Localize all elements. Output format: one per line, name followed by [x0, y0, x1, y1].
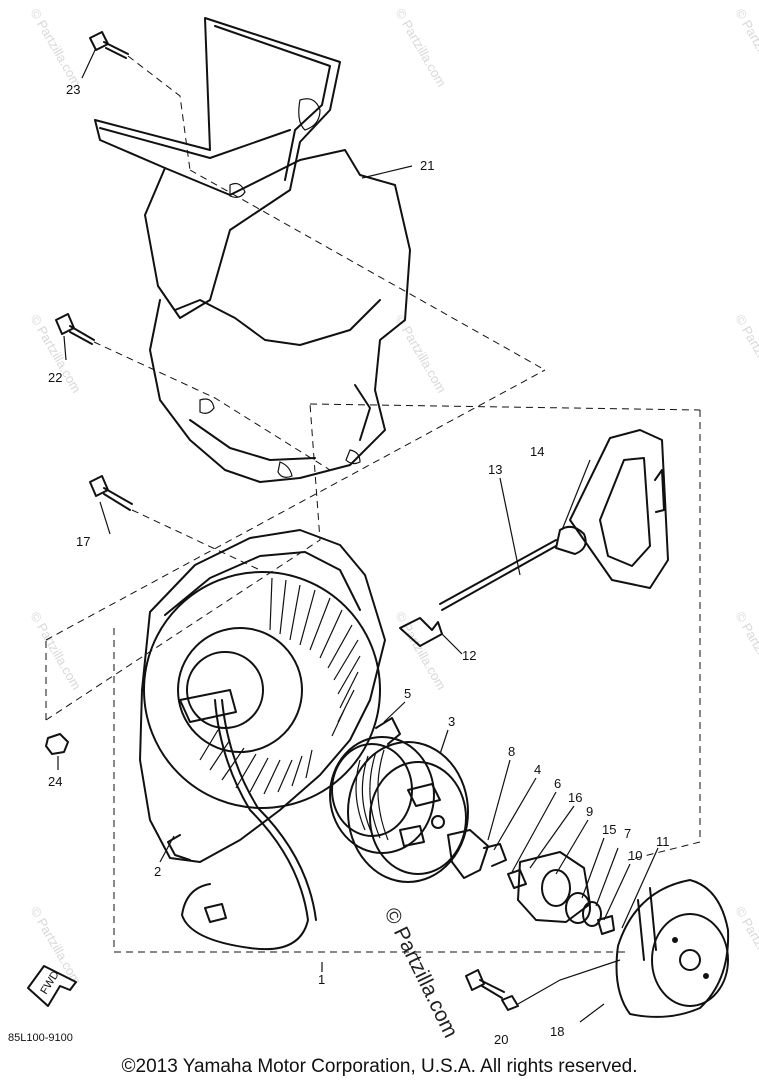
watermark-text: © Partzilla.com — [392, 609, 449, 692]
housing-fins — [199, 577, 361, 795]
main-watermark: © Partzilla.com — [380, 904, 463, 1041]
shroud-part-21 — [94, 17, 411, 483]
watermark-text: © Partzilla.com — [392, 6, 449, 89]
washer-part-15 — [565, 892, 615, 935]
callout-23: 23 — [66, 82, 80, 97]
starter-pulley-part-18 — [615, 879, 730, 1018]
leader-lines — [57, 47, 659, 1023]
watermark-text: © Partzilla.com — [732, 6, 759, 89]
callout-24: 24 — [48, 774, 62, 789]
starter-rope — [181, 699, 317, 951]
watermark-text: © Partzilla.com — [732, 312, 759, 395]
watermark-text: © Partzilla.com — [27, 609, 84, 692]
rope-part-13 — [439, 539, 557, 611]
callout-16: 16 — [568, 790, 582, 805]
copyright-notice: ©2013 Yamaha Motor Corporation, U.S.A. A… — [121, 1056, 638, 1077]
callout-10: 10 — [628, 848, 642, 863]
sheave-drum-part-3 — [329, 736, 469, 883]
callout-5: 5 — [404, 686, 411, 701]
starter-housing-part-2 — [139, 529, 386, 863]
callout-8: 8 — [508, 744, 515, 759]
friction-plate-part-9 — [517, 851, 591, 923]
assembly-frame — [45, 369, 701, 953]
callout-22: 22 — [48, 370, 62, 385]
ratchet-part-8 — [447, 829, 507, 879]
callout-labels: 23 21 22 14 13 17 12 5 3 8 4 6 16 9 24 1… — [48, 82, 670, 1047]
callout-15: 15 — [602, 822, 616, 837]
diagram-code: 85L100-9100 — [8, 1032, 73, 1044]
rope-guide-part-12 — [399, 617, 443, 647]
bolt-part-17 — [89, 475, 133, 511]
callout-20: 20 — [494, 1032, 508, 1047]
bolt-part-20 — [465, 969, 519, 1011]
spring-part-16 — [507, 869, 527, 889]
callout-1: 1 — [318, 972, 325, 987]
callout-13: 13 — [488, 462, 502, 477]
nut-part-24 — [45, 733, 69, 755]
callout-17: 17 — [76, 534, 90, 549]
bolt-part-22 — [55, 313, 95, 345]
callout-9: 9 — [586, 804, 593, 819]
callout-2: 2 — [154, 864, 161, 879]
watermark-text: © Partzilla.com — [27, 6, 84, 89]
bolt-part-23 — [89, 31, 129, 59]
callout-12: 12 — [462, 648, 476, 663]
callout-14: 14 — [530, 444, 544, 459]
callout-21: 21 — [420, 158, 434, 173]
callout-7: 7 — [624, 826, 631, 841]
watermark-text: © Partzilla.com — [732, 904, 759, 987]
callout-11: 11 — [656, 834, 670, 849]
callout-4: 4 — [534, 762, 541, 777]
watermark-text: © Partzilla.com — [732, 609, 759, 692]
callout-3: 3 — [448, 714, 455, 729]
watermark-layer: © Partzilla.com © Partzilla.com © Partzi… — [27, 6, 759, 987]
starter-handle-part-14 — [555, 429, 669, 589]
callout-6: 6 — [554, 776, 561, 791]
callout-18: 18 — [550, 1024, 564, 1039]
